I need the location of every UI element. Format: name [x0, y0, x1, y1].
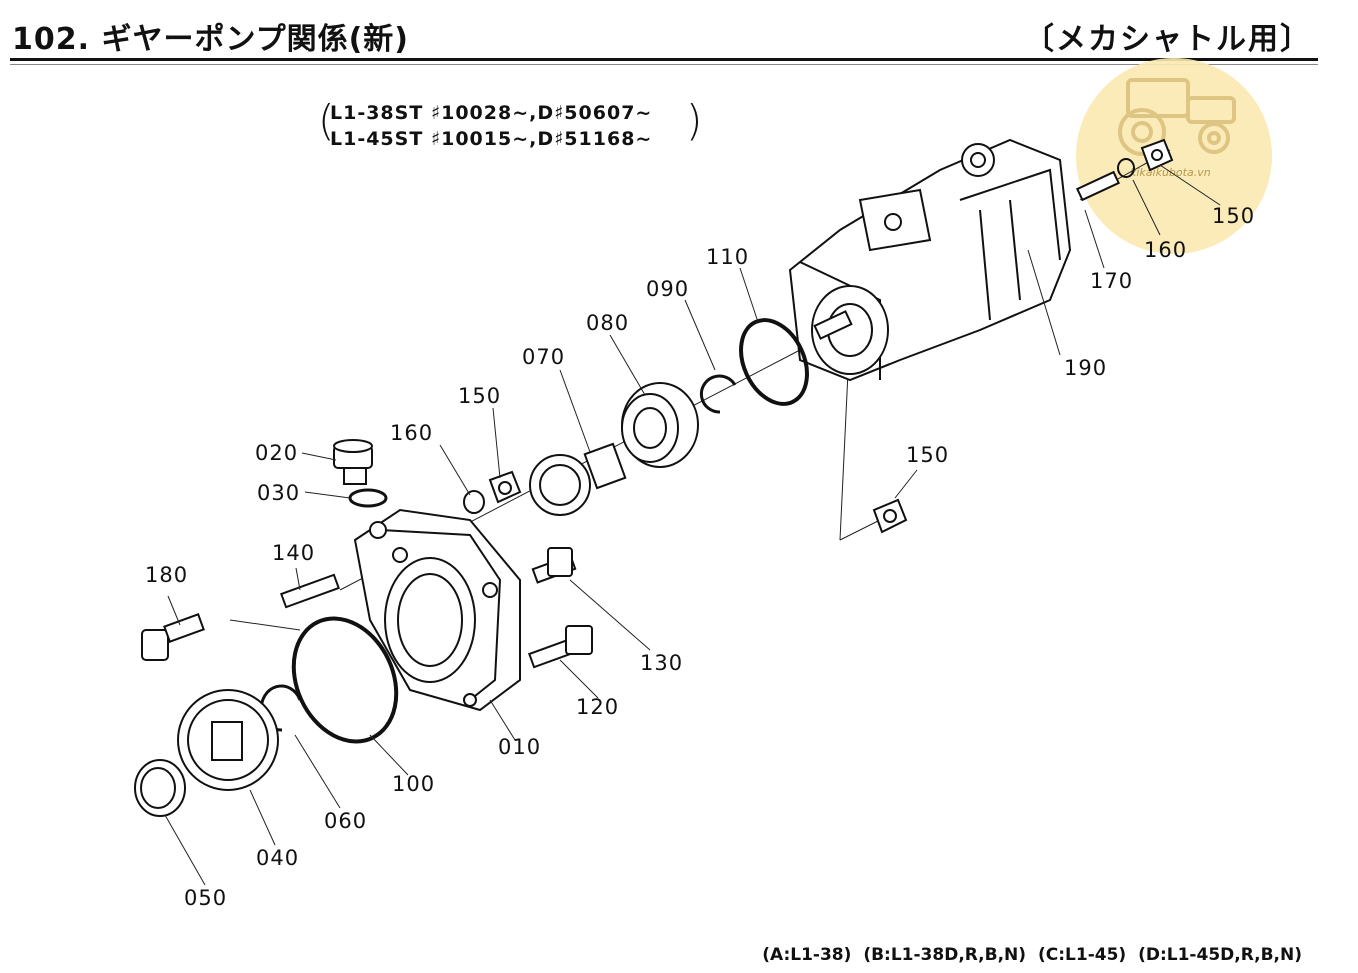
label-150-a: 150 [458, 384, 501, 408]
serial-bracket-right: ) [686, 96, 703, 145]
label-040: 040 [256, 846, 299, 870]
watermark-logo [1076, 58, 1272, 254]
bearing [621, 382, 699, 468]
washer-030 [348, 488, 388, 508]
serial-line-1: L1-38ST ♯10028~,D♯50607~ [330, 102, 653, 124]
nut-150 [488, 470, 522, 504]
label-150-top: 150 [1212, 204, 1255, 228]
bolt-130 [531, 547, 577, 584]
label-020: 020 [255, 441, 298, 465]
serial-line-2: L1-45ST ♯10015~,D♯51168~ [330, 128, 653, 150]
label-160-top: 160 [1144, 238, 1187, 262]
label-050: 050 [184, 886, 227, 910]
plug-020 [333, 439, 373, 485]
label-100: 100 [392, 772, 435, 796]
label-010: 010 [498, 735, 541, 759]
label-150-lower: 150 [906, 443, 949, 467]
label-160: 160 [390, 421, 433, 445]
model-legend: (A:L1-38) (B:L1-38D,R,B,N) (C:L1-45) (D:… [756, 945, 1302, 965]
bolt-axis-line [229, 619, 301, 631]
legend-d: (D:L1-45D,R,B,N) [1138, 945, 1302, 965]
nut-150-top [1140, 138, 1174, 172]
label-110: 110 [706, 245, 749, 269]
gear-shaft [529, 442, 627, 516]
bolt-120 [528, 625, 593, 669]
label-120: 120 [576, 695, 619, 719]
variant-label: 〔メカシャトル用〕 [1024, 22, 1312, 57]
page-title: 102. ギヤーポンプ関係(新) [12, 22, 409, 57]
snap-ring-090 [699, 374, 737, 414]
label-130: 130 [640, 651, 683, 675]
stud-140 [280, 573, 340, 609]
legend-c: (C:L1-45) [1037, 945, 1127, 965]
label-070: 070 [522, 345, 565, 369]
label-060: 060 [324, 809, 367, 833]
legend-b: (B:L1-38D,R,B,N) [863, 945, 1027, 965]
label-190: 190 [1064, 356, 1107, 380]
serial-bracket-left: ( [318, 96, 335, 145]
label-140: 140 [272, 541, 315, 565]
label-180: 180 [145, 563, 188, 587]
tractor-icon [1118, 78, 1236, 156]
stud-170 [1076, 170, 1120, 202]
oil-seal [134, 759, 186, 817]
pump-body [788, 138, 1072, 382]
flange-housing [353, 508, 521, 712]
title-divider [10, 58, 1318, 61]
leader-lines [164, 164, 1221, 886]
o-ring-110 [739, 318, 809, 406]
title-divider-thin [10, 64, 1318, 65]
o-ring-100 [291, 616, 399, 744]
legend-a: (A:L1-38) [762, 945, 852, 965]
label-080: 080 [586, 311, 629, 335]
bolt-180 [141, 613, 205, 661]
washer-160-top [1117, 158, 1135, 178]
nut-150-lower [872, 498, 908, 534]
washer-160 [463, 490, 485, 514]
gear-040 [177, 689, 279, 791]
label-030: 030 [257, 481, 300, 505]
label-170: 170 [1090, 269, 1133, 293]
label-090: 090 [646, 277, 689, 301]
